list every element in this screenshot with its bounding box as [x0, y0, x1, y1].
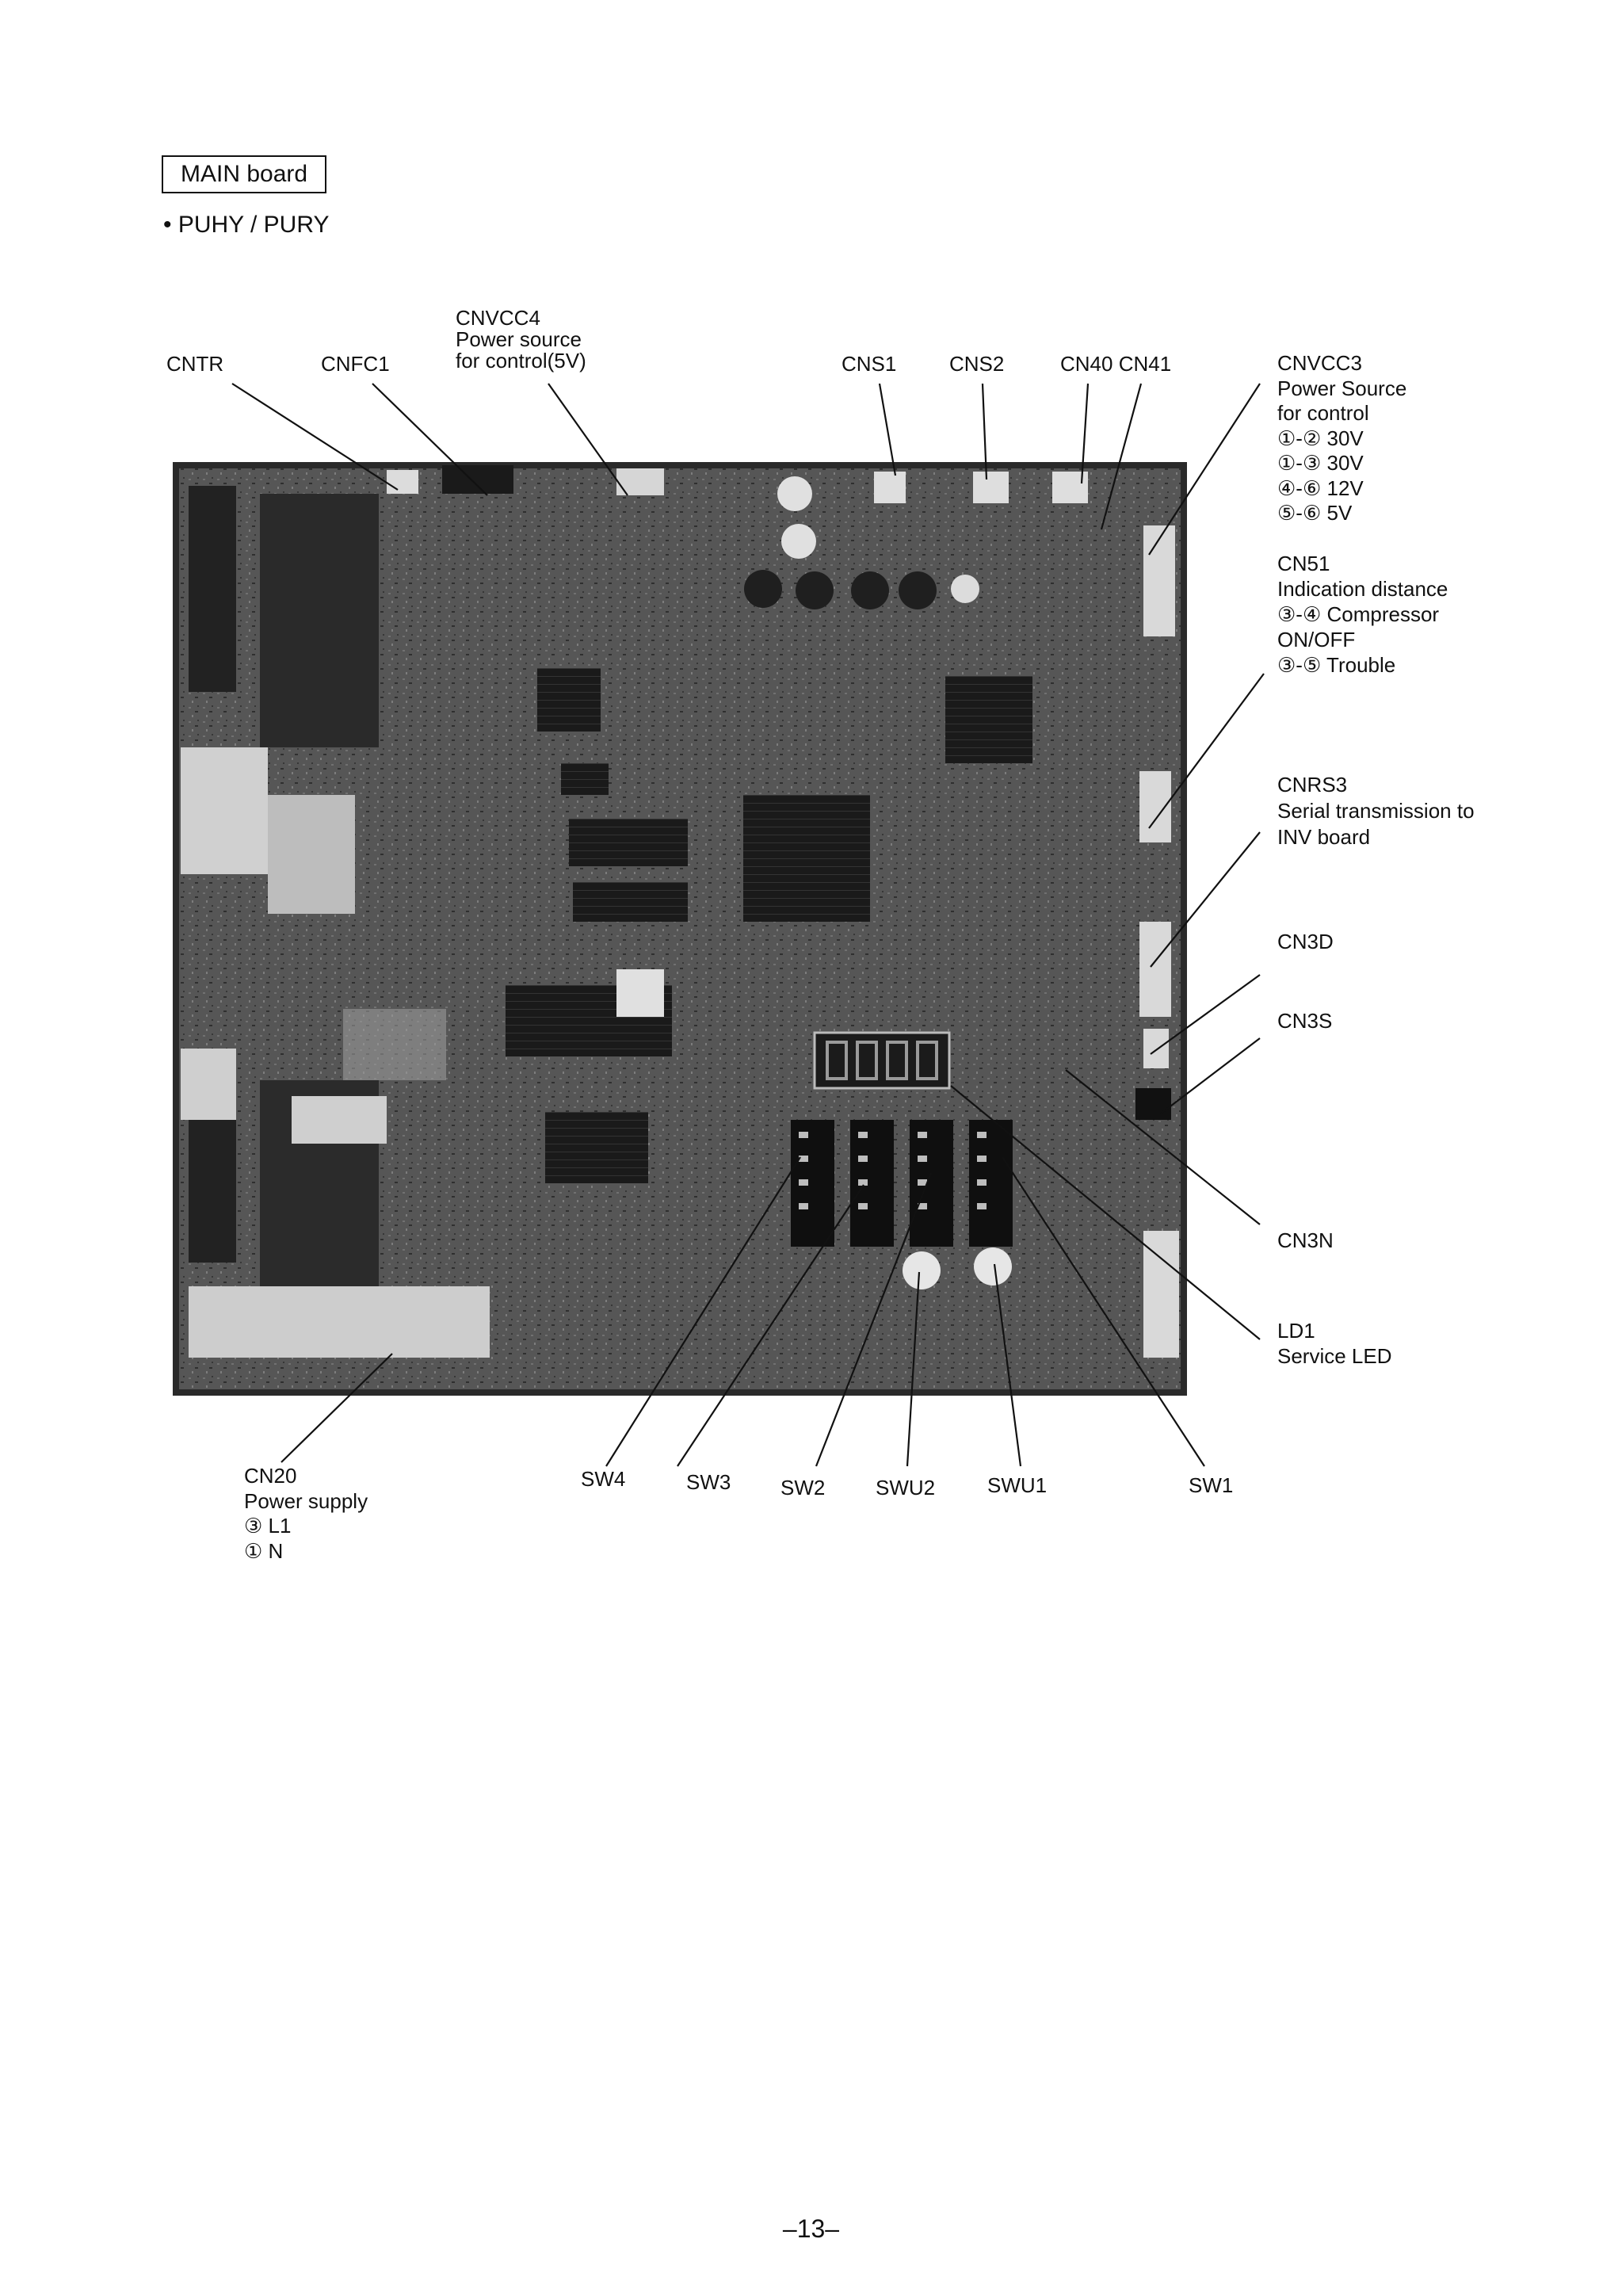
label-cnvcc3: CNVCC3 Power Source for control ①-② 30V …	[1277, 351, 1407, 525]
label-cn3s: CN3S	[1277, 1009, 1333, 1033]
label-sw2: SW2	[780, 1476, 826, 1499]
page-number: –13–	[782, 2214, 840, 2243]
label-sw4: SW4	[581, 1467, 626, 1491]
label-cn3n: CN3N	[1277, 1228, 1334, 1252]
label-cnrs3: CNRS3 Serial transmission to INV board	[1277, 773, 1475, 849]
label-cn20: CN20 Power supply ③ L1 ① N	[244, 1464, 368, 1563]
label-swu2: SWU2	[876, 1476, 936, 1499]
label-cns2: CNS2	[949, 352, 1005, 376]
label-ld1: LD1 Service LED	[1277, 1319, 1392, 1368]
label-cnfc1: CNFC1	[321, 352, 390, 376]
main-board-photo	[173, 462, 1187, 1396]
label-cn3d: CN3D	[1277, 930, 1334, 953]
label-cns1: CNS1	[842, 352, 897, 376]
label-swu1: SWU1	[987, 1473, 1048, 1497]
label-cn51: CN51 Indication distance ③-④ Compressor …	[1277, 552, 1448, 677]
label-sw3: SW3	[686, 1470, 731, 1494]
label-cn40-cn41: CN40 CN41	[1060, 352, 1172, 376]
label-sw1: SW1	[1189, 1473, 1234, 1497]
label-cntr: CNTR	[166, 352, 224, 376]
board-title: MAIN board	[162, 155, 327, 193]
label-cnvcc4: CNVCC4 Power source for control(5V)	[456, 306, 586, 372]
model-caption: • PUHY / PURY	[163, 212, 330, 238]
